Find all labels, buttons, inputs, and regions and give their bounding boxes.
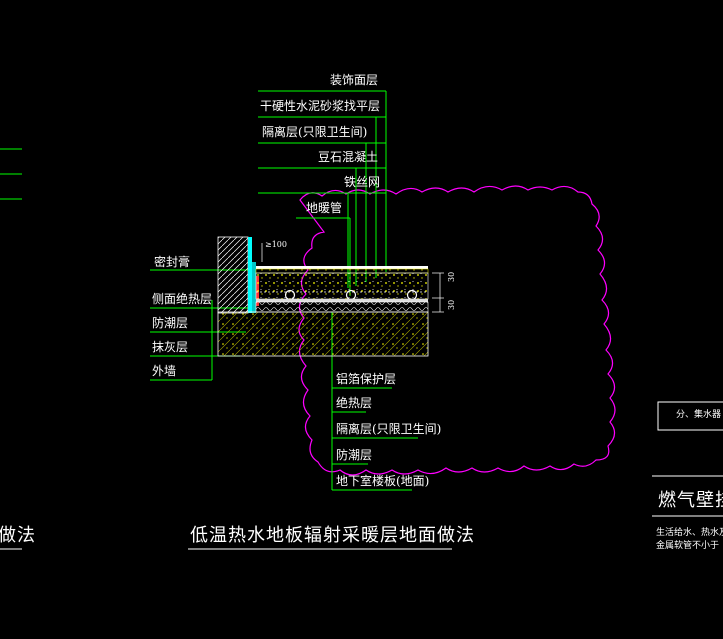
foil-protection [256,299,428,302]
wall-moisture-layer [248,237,252,313]
label-heating-pipe: 地暖管 [306,201,343,215]
label-foil-protection: 铝箔保护层 [336,372,397,386]
bottom-callout-leaders [331,312,418,491]
right-panel-box-label: 分、集水器 [676,410,722,420]
right-panel-note-1: 生活给水、热水及 [656,528,723,538]
insulation-layer [255,301,429,313]
top-callout-leaders [258,90,387,296]
label-finish-layer: 装饰面层 [330,73,379,87]
label-insulation: 绝热层 [336,396,373,410]
right-panel-box [657,401,723,431]
label-plaster: 抹灰层 [152,340,189,354]
label-pea-gravel-concrete: 豆石混凝土 [318,150,379,164]
label-moisture-bottom: 防潮层 [336,448,373,462]
pea-gravel-concrete [255,272,429,300]
dimension-lines [261,243,444,313]
label-leveling-mortar: 干硬性水泥砂浆找平层 [260,99,381,113]
right-panel-title: 燃气壁挂 [658,490,723,511]
label-sealant: 密封膏 [154,255,191,269]
dimension-upper: 30 [447,271,456,282]
main-title: 低温热水地板辐射采暖层地面做法 [190,525,475,546]
right-panel-note-2: 金属软管不小于 [656,541,720,551]
label-side-insulation: 侧面绝热层 [152,292,213,306]
revision-cloud [298,185,616,476]
basement-slab [217,311,429,357]
label-exterior-wall: 外墙 [152,364,177,378]
label-isolation-bottom: 隔离层(只限卫生间) [336,422,442,436]
label-basement-slab: 地下室楼板(地面) [336,474,430,488]
side-insulation [252,262,256,313]
left-title-fragment: 做法 [0,525,36,546]
label-moisture-left: 防潮层 [152,316,189,330]
label-isolation-top: 隔离层(只限卫生间) [262,125,368,139]
dimension-gap: ≥100 [265,240,287,249]
leveling-layer [255,268,429,274]
label-wire-mesh: 铁丝网 [344,175,381,189]
exterior-wall [217,236,249,314]
dimension-lower: 30 [447,299,456,310]
finish-layer [256,266,428,269]
